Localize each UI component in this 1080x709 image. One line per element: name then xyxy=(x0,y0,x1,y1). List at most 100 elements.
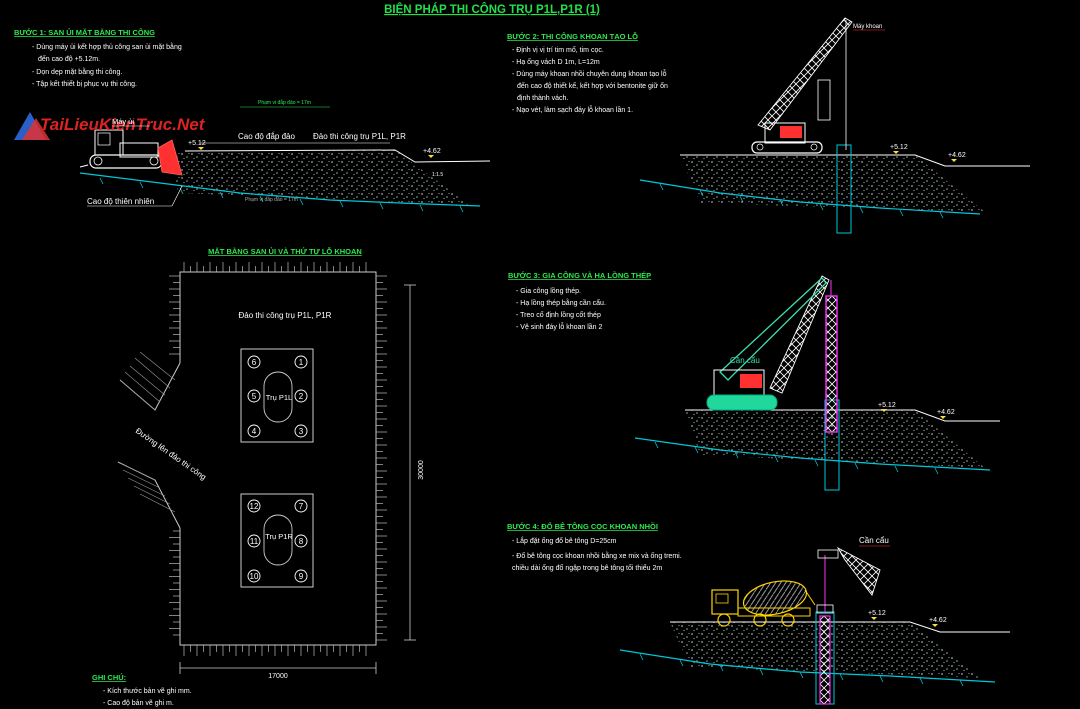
step2-line: định thành vách. xyxy=(517,95,568,102)
plan-height-value: 30000 xyxy=(418,460,425,480)
step1-fill-surface xyxy=(184,149,491,163)
step2-line: - Định vị vị trí tim mố, tim cọc. xyxy=(512,45,604,54)
step1-line: đến cao độ +5.12m. xyxy=(38,54,100,63)
step3-natural-ground xyxy=(634,437,991,471)
level-marker-icon xyxy=(940,416,946,419)
concrete-mixer-truck-icon xyxy=(711,580,816,627)
step1-line: - Dùng máy ủi kết hợp thủ công san ủi mặ… xyxy=(32,42,182,51)
notes-section: GHI CHÚ: - Kích thước bản vẽ ghi mm. - C… xyxy=(92,673,192,707)
plan-road-label: Đường lên đảo thi công xyxy=(134,426,208,482)
level-marker-icon xyxy=(881,409,887,412)
crawler-crane-icon xyxy=(706,275,830,411)
step4-line: - Đổ bê tông cọc khoan nhồi bằng xe mix … xyxy=(512,551,682,560)
step1-slope: 1:1.5 xyxy=(432,172,443,178)
pier-p1r-label: Trụ P1R xyxy=(265,532,293,541)
step1-natural-ground xyxy=(79,172,481,207)
step4-heading: BƯỚC 4: ĐỔ BÊ TÔNG CỌC KHOAN NHỒI xyxy=(507,521,658,531)
step1-section: BƯỚC 1: SAN ỦI MẶT BẰNG THI CÔNG - Dùng … xyxy=(14,28,491,213)
step1-natural-label: Cao độ thiên nhiên xyxy=(87,197,154,206)
watermark-logo: TaiLieuKienTruc.Net xyxy=(14,112,206,140)
level-marker-icon xyxy=(951,159,957,162)
step4-section: BƯỚC 4: ĐỔ BÊ TÔNG CỌC KHOAN NHỒI - Lắp … xyxy=(507,521,1010,705)
drill-hole-number: 12 xyxy=(250,502,259,511)
plan-heading: MẶT BẰNG SAN ỦI VÀ THỨ TỰ LỖ KHOAN xyxy=(208,247,362,256)
crane-boom-icon xyxy=(817,546,881,596)
plan-dimension-height: 30000 xyxy=(404,284,425,641)
drill-hole-number: 11 xyxy=(250,537,259,546)
drill-hole: 10 xyxy=(247,569,261,583)
step1-dim-bottom: Phạm vi đắp đảo = 17m xyxy=(245,196,298,203)
notes-heading: GHI CHÚ: xyxy=(92,673,126,682)
drill-hole-number: 7 xyxy=(299,502,304,511)
step3-level-a: +5.12 xyxy=(878,402,896,409)
step3-line: - Treo cố định lồng cốt thép xyxy=(516,310,601,319)
pier-p1l-label: Trụ P1L xyxy=(266,393,292,402)
notes-line: - Cao độ bản vẽ ghi m. xyxy=(103,700,174,707)
level-marker-icon xyxy=(428,155,434,158)
step2-fill-mound xyxy=(680,155,985,212)
step2-heading: BƯỚC 2: THI CÔNG KHOAN TẠO LỖ xyxy=(507,32,638,41)
drill-hole: 11 xyxy=(247,534,261,548)
plan-width-value: 17000 xyxy=(268,673,288,680)
step2-line: đến cao độ thiết kế, kết hợp với bentoni… xyxy=(517,81,668,90)
drill-hole-number: 5 xyxy=(252,392,257,401)
bulldozer-icon xyxy=(79,129,183,176)
step1-range-label: Phạm vi đắp đảo = 17m xyxy=(258,99,311,106)
step2-machine-label: Máy khoan xyxy=(853,24,882,30)
plan-island-outline xyxy=(179,271,377,646)
drill-hole-number: 4 xyxy=(252,427,257,436)
drill-hole: 8 xyxy=(294,534,308,548)
drill-hole: 9 xyxy=(294,569,308,583)
step2-natural-ground xyxy=(639,179,981,215)
level-marker-icon xyxy=(893,151,899,154)
step2-line: - Nạo vét, làm sạch đáy lỗ khoan lần 1. xyxy=(512,105,633,114)
step1-heading: BƯỚC 1: SAN ỦI MẶT BẰNG THI CÔNG xyxy=(14,28,155,37)
step3-line: - Gia công lồng thép. xyxy=(516,286,581,295)
step1-line: - Tập kết thiết bị phục vụ thi công. xyxy=(32,79,137,88)
notes-line: - Kích thước bản vẽ ghi mm. xyxy=(103,688,192,695)
drill-hole: 2 xyxy=(294,389,308,403)
step1-level-b: +4.62 xyxy=(423,148,441,155)
step2-line: - Hạ ống vách D 1m, L=12m xyxy=(512,57,600,66)
drill-hole-number: 8 xyxy=(299,537,304,546)
step2-line: - Dùng máy khoan nhồi chuyên dụng khoan … xyxy=(512,69,667,78)
plan-slope-ticks xyxy=(169,262,387,656)
drill-hole-number: 1 xyxy=(299,358,304,367)
step3-crane-label: Cần cẩu xyxy=(730,356,760,365)
level-marker-icon xyxy=(198,147,204,150)
drawing-title: BIỆN PHÁP THI CÔNG TRỤ P1L,P1R (1) xyxy=(384,3,600,16)
step3-line: - Hạ lồng thép bằng cần cẩu. xyxy=(516,298,606,307)
drill-hole-number: 2 xyxy=(299,392,304,401)
drill-hole: 4 xyxy=(247,424,261,438)
tremie-pipe-icon xyxy=(819,615,831,705)
step2-section: BƯỚC 2: THI CÔNG KHOAN TẠO LỖ - Định vị … xyxy=(507,17,1030,234)
plan-dimension-width: 17000 xyxy=(179,662,377,680)
step1-level-a: +5.12 xyxy=(188,140,206,147)
step4-level-a: +5.12 xyxy=(868,610,886,617)
drill-hole: 7 xyxy=(294,499,308,513)
step1-fill-level-label: Cao độ đắp đảo xyxy=(238,132,295,141)
step4-level-b: +4.62 xyxy=(929,617,947,624)
drill-hole-number: 6 xyxy=(252,358,257,367)
watermark-text: TaiLieuKienTruc.Net xyxy=(40,115,206,134)
step4-crane-label: Cần cẩu xyxy=(859,536,889,545)
steel-cage-icon xyxy=(825,295,838,433)
drill-hole-number: 9 xyxy=(299,572,304,581)
drill-hole: 6 xyxy=(247,355,261,369)
drill-hole-number: 3 xyxy=(299,427,304,436)
plan-access-road: Đường lên đảo thi công xyxy=(117,351,208,529)
step1-machine-label: Máy ủi xyxy=(112,117,134,126)
plan-island-label: Đảo thi công trụ P1L, P1R xyxy=(239,311,332,320)
step4-line: - Lắp đặt ống đổ bê tông D=25cm xyxy=(512,536,617,545)
drill-hole-number: 10 xyxy=(250,572,259,581)
drill-hole: 1 xyxy=(294,355,308,369)
pier-p1l: Trụ P1L xyxy=(240,348,314,443)
step1-fill-mound xyxy=(170,150,470,205)
step2-casing xyxy=(836,144,852,234)
step1-ground-ticks xyxy=(99,177,464,213)
drill-hole: 12 xyxy=(247,499,261,513)
step2-level-b: +4.62 xyxy=(948,152,966,159)
step4-line: chiều dài ống đổ ngập trong bê tông tối … xyxy=(512,563,662,572)
step1-island-label: Đảo thi công trụ P1L, P1R xyxy=(313,132,406,141)
